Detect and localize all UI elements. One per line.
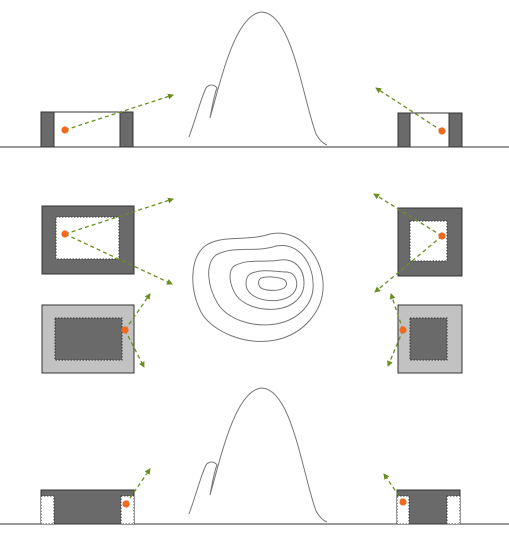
plan-middle-panel <box>41 193 463 374</box>
block-cut-right <box>120 495 135 525</box>
block-corner-left <box>40 468 151 525</box>
sight-line-lower <box>374 235 443 293</box>
mountain-profile <box>188 11 328 146</box>
contour-line-4 <box>245 270 298 302</box>
contour-line-2 <box>208 245 314 326</box>
block-cut-right <box>446 495 461 525</box>
sight-line <box>125 468 151 505</box>
block-corner-right <box>383 473 461 525</box>
viewpoint-dot <box>122 500 130 508</box>
sight-line-upper <box>64 197 174 235</box>
elevation-bottom-panel <box>0 387 509 525</box>
contour-line-3 <box>229 259 305 310</box>
wall-pier-right <box>119 111 134 148</box>
viewpoint-dot <box>399 498 407 506</box>
block-inner <box>409 317 448 361</box>
window-opening <box>55 216 120 260</box>
sight-line <box>375 87 443 132</box>
wall-pier-left <box>40 111 55 148</box>
block-cut-left <box>40 495 55 525</box>
wall-opening-right <box>375 87 463 148</box>
block-inner <box>54 317 123 361</box>
contour-line-1 <box>192 232 324 342</box>
wall-body <box>40 111 134 148</box>
sight-line <box>383 473 404 503</box>
wall-pier-right <box>448 112 463 148</box>
viewpoint-dot <box>61 126 69 134</box>
edge-view-left <box>41 293 151 374</box>
viewpoint-dot <box>121 326 129 334</box>
block-body <box>40 489 135 525</box>
sight-line-upper <box>373 193 443 237</box>
contour-line-5 <box>258 276 287 291</box>
framed-opening-left <box>41 197 174 285</box>
mountain-profile <box>188 387 328 523</box>
elevation-top-panel <box>0 11 509 148</box>
edge-view-right <box>387 293 463 374</box>
viewpoint-dot <box>438 232 446 240</box>
wall-pier-left <box>397 112 411 148</box>
sight-line-upper <box>389 293 404 331</box>
wall-opening-left <box>40 93 174 148</box>
viewpoint-dot <box>438 127 446 135</box>
viewpoint-dot <box>61 230 69 238</box>
sight-line-upper <box>124 293 151 331</box>
sight-line-lower <box>64 233 173 285</box>
contour-map <box>192 232 324 342</box>
viewpoint-dot <box>399 326 407 334</box>
framed-opening-right <box>373 193 463 293</box>
sight-line <box>64 93 174 131</box>
